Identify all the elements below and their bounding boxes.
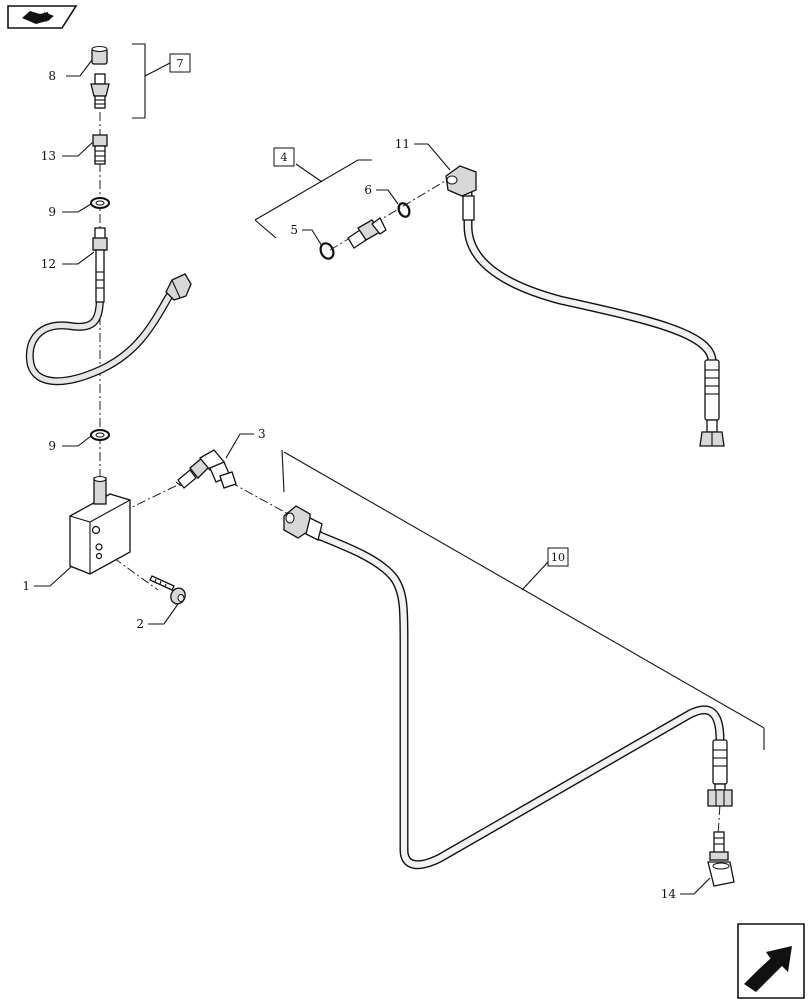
tube-11	[445, 165, 725, 447]
group-7-bracket	[132, 43, 191, 119]
group-10-bracket	[281, 449, 765, 750]
hose-assembly	[25, 227, 192, 386]
book-arrow-icon[interactable]	[7, 5, 78, 29]
callout-13: 13	[41, 149, 56, 163]
fitting-14-part	[707, 831, 735, 887]
callout-4: 4	[281, 151, 288, 164]
elbow-fitting-part	[175, 449, 237, 489]
banjo-bolt-part	[92, 134, 108, 165]
callout-5: 5	[290, 223, 298, 237]
valve-block-part	[69, 476, 131, 575]
test-fitting-part	[90, 73, 110, 109]
callout-9-top: 9	[48, 205, 56, 219]
connector-part	[347, 217, 387, 249]
callout-12: 12	[41, 257, 56, 271]
callout-11: 11	[395, 137, 410, 151]
o-ring-5	[319, 242, 335, 260]
cap-part	[91, 46, 108, 65]
callout-3: 3	[258, 427, 266, 441]
o-ring-6	[397, 202, 411, 218]
callout-6: 6	[364, 183, 372, 197]
callout-7: 7	[177, 57, 184, 70]
leader-lines	[34, 59, 711, 895]
cap-screw-part	[149, 575, 186, 605]
tube-10	[283, 505, 733, 870]
washer-bottom	[90, 429, 110, 441]
callout-10: 10	[551, 551, 565, 564]
callout-9-bottom: 9	[48, 439, 56, 453]
callout-14: 14	[661, 887, 677, 901]
callout-8: 8	[48, 69, 56, 83]
callout-2: 2	[136, 617, 144, 631]
next-page-arrow-icon[interactable]	[737, 923, 805, 999]
callout-1: 1	[22, 579, 30, 593]
group-4-bracket	[254, 147, 372, 239]
washer-top	[90, 197, 110, 209]
